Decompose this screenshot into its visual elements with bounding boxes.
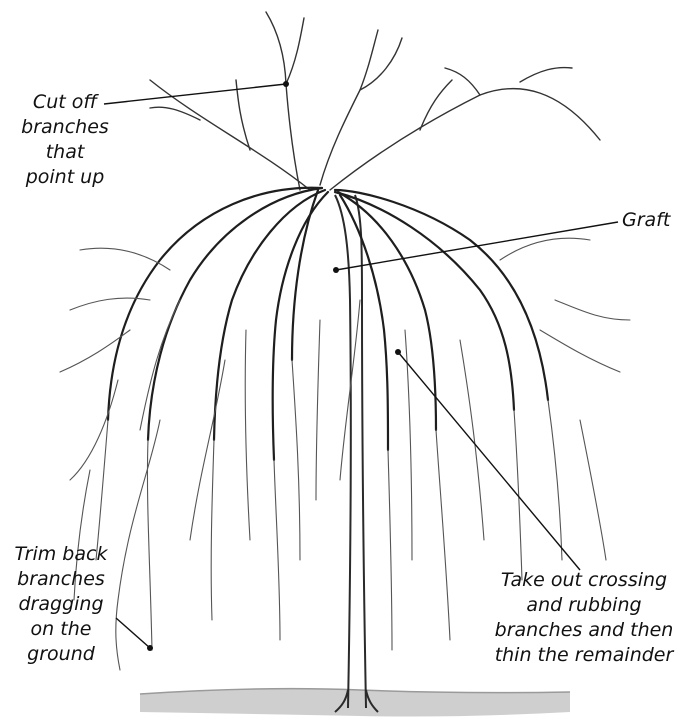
label-cut-off-line-4: point up [10,165,120,190]
label-graft: Graft [622,208,670,233]
leader-graft [336,222,618,270]
label-cut-off: Cut off branches that point up [10,90,120,190]
label-trim-back-line-4: on the [6,617,116,642]
label-graft-line-1: Graft [622,208,670,233]
dot-take-out [395,349,401,355]
leader-cut-off [104,84,286,104]
label-trim-back-line-5: ground [6,642,116,667]
upright-branches [150,12,600,190]
leader-lines [104,84,618,648]
main-arches [108,188,548,460]
label-cut-off-line-3: that [10,140,120,165]
leader-take-out [398,352,580,570]
label-cut-off-line-2: branches [10,115,120,140]
dot-cut-off [283,81,289,87]
label-take-out: Take out crossing and rubbing branches a… [484,568,684,668]
dot-trim-back [147,645,153,651]
label-take-out-line-3: branches and then [484,618,684,643]
label-take-out-line-2: and rubbing [484,593,684,618]
label-trim-back-line-1: Trim back [6,542,116,567]
label-take-out-line-4: thin the remainder [484,643,684,668]
label-trim-back-line-2: branches [6,567,116,592]
label-cut-off-line-1: Cut off [10,90,120,115]
label-take-out-line-1: Take out crossing [484,568,684,593]
trunk [335,195,378,712]
label-trim-back-line-3: dragging [6,592,116,617]
leader-trim-back [116,618,150,648]
label-trim-back: Trim back branches dragging on the groun… [6,542,116,667]
dot-graft [333,267,339,273]
